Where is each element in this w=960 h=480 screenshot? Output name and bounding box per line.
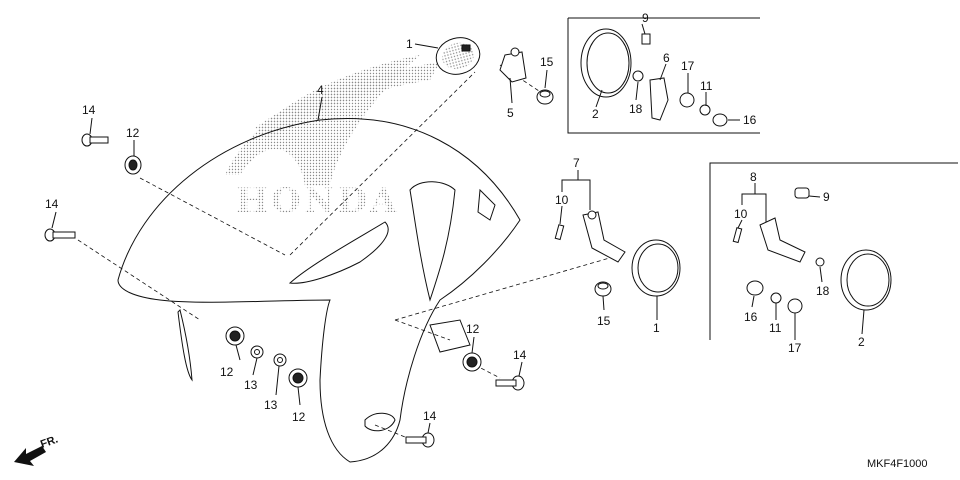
callout-17: 17: [788, 341, 802, 355]
callout-13: 13: [244, 378, 258, 392]
callout-5: 5: [507, 106, 514, 120]
callout-2: 2: [592, 107, 599, 121]
callout-8: 8: [750, 170, 757, 184]
callout-10: 10: [555, 193, 569, 207]
bracket-part: [499, 47, 527, 83]
callout-14: 14: [513, 348, 527, 362]
callout-16: 16: [743, 113, 757, 127]
grommet-part: [124, 155, 142, 175]
nut-part: [712, 113, 728, 127]
callout-14: 14: [423, 409, 437, 423]
callout-12: 12: [126, 126, 140, 140]
callout-15: 15: [540, 55, 554, 69]
front-arrow-icon: [14, 446, 46, 466]
assembly-lines: [77, 64, 621, 438]
spacer-part: [641, 33, 651, 45]
callout-1: 1: [653, 321, 660, 335]
bolt-part: [81, 133, 109, 147]
front-direction-indicator: FR.: [14, 433, 60, 466]
dash-line: [139, 177, 286, 256]
dash-line: [394, 319, 451, 341]
washer-part: [679, 92, 695, 108]
callout-16: 16: [744, 310, 758, 324]
callout-14: 14: [45, 197, 59, 211]
pin-part: [732, 227, 743, 244]
grommet-part: [288, 368, 308, 388]
collar-part: [250, 345, 264, 359]
front-fender: [117, 118, 521, 463]
bolt-part: [44, 228, 76, 242]
callout-15: 15: [597, 314, 611, 328]
callout-18: 18: [816, 284, 830, 298]
reflector-part: [631, 239, 681, 297]
washer-part: [815, 257, 825, 267]
callout-12: 12: [220, 365, 234, 379]
grommet-part: [462, 352, 482, 372]
reflector-part: [435, 37, 481, 75]
callout-11: 11: [700, 79, 713, 93]
callout-1: 1: [406, 37, 413, 51]
callout-18: 18: [629, 102, 643, 116]
grommet-part: [225, 326, 245, 346]
bracket-part: [649, 77, 669, 121]
inset-box-bottom: [709, 162, 958, 340]
dash-line: [474, 364, 501, 379]
bracket-part: [582, 210, 626, 263]
leader-lines: [51, 23, 865, 434]
dash-line: [374, 424, 406, 438]
callout-7: 7: [573, 156, 580, 170]
watermark-text: HONDA: [236, 181, 400, 221]
nut-part: [594, 281, 612, 297]
callout-12: 12: [292, 410, 306, 424]
callout-14: 14: [82, 103, 96, 117]
callout-4: 4: [317, 83, 324, 97]
washer-part: [632, 70, 644, 82]
honda-wing-watermark: HONDA: [225, 55, 440, 221]
callout-10: 10: [734, 207, 748, 221]
dash-line: [289, 71, 476, 256]
bracket-part: [759, 217, 806, 263]
nut-part: [536, 89, 554, 105]
inset-box-top: [567, 17, 760, 134]
collar-part: [273, 353, 287, 367]
direction-label: FR.: [39, 433, 60, 450]
washer-part: [699, 104, 711, 116]
spacer-part: [794, 187, 810, 199]
diagram-code: MKF4F1000: [867, 458, 928, 470]
callout-labels: 1 1 2 2 4 5 6 7 8 9 9 10 10 11 11 12 12 …: [45, 11, 865, 424]
washer-part: [787, 298, 803, 314]
pin-part: [554, 224, 565, 241]
callout-12: 12: [466, 322, 480, 336]
washer-part: [770, 292, 782, 304]
callout-9: 9: [642, 11, 649, 25]
callout-11: 11: [769, 321, 782, 335]
bolt-part: [495, 375, 525, 391]
dash-line: [394, 254, 621, 321]
callout-17: 17: [681, 59, 695, 73]
callout-13: 13: [264, 398, 278, 412]
dash-line: [77, 239, 201, 321]
bolt-part: [405, 432, 435, 448]
callout-6: 6: [663, 51, 670, 65]
nut-part: [746, 280, 764, 296]
callout-9: 9: [823, 190, 830, 204]
callout-2: 2: [858, 335, 865, 349]
